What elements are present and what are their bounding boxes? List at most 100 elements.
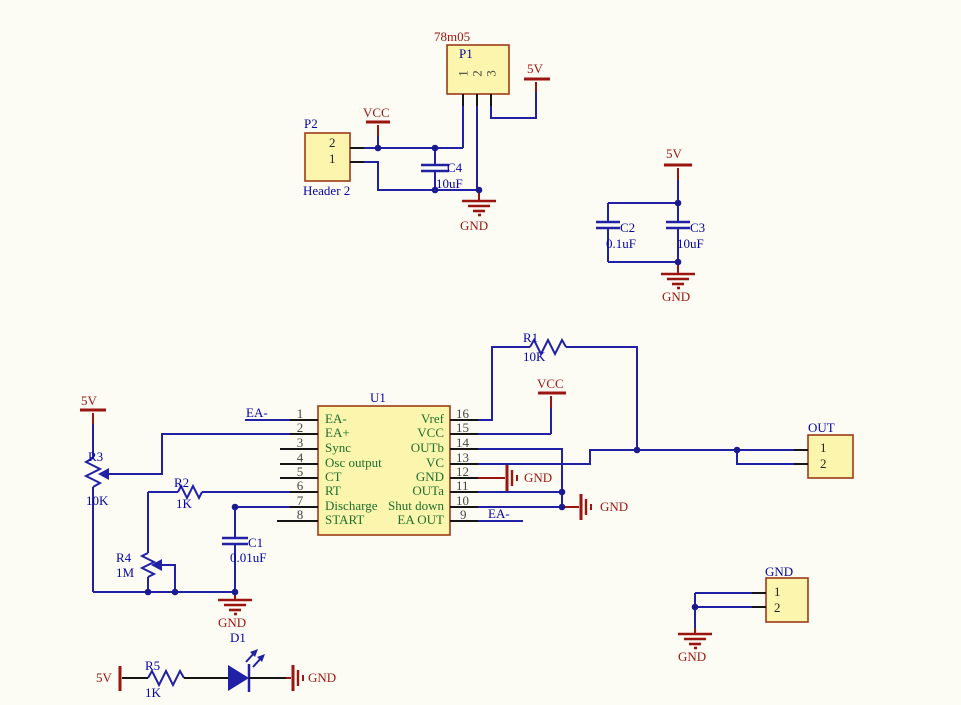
u1-pin-name-ct: CT (325, 469, 342, 484)
c4-value: 10uF (436, 176, 463, 191)
r4-wiper-arrow (151, 559, 162, 571)
net-5v-led: 5V (96, 670, 112, 685)
net-label-ea-pin1: EA- (246, 405, 268, 420)
net-gnd-pin10: GND (600, 499, 629, 514)
u1-pin-num-12: 12 (456, 464, 469, 479)
pin-stubs (122, 94, 808, 679)
c1-designator: C1 (248, 535, 264, 550)
net-gnd-led: GND (308, 670, 337, 685)
u1-pin-name-ea-minus: EA- (325, 411, 347, 426)
power-symbols (80, 77, 712, 691)
net-label-ea-pin9: EA- (488, 506, 510, 521)
u1-pin-num-4: 4 (296, 450, 304, 465)
c2-designator: C2 (620, 220, 636, 235)
u1-pin-num-1: 1 (296, 406, 304, 421)
net-5v-c2c3: 5V (666, 146, 682, 161)
earth-gnd-p1 (462, 192, 496, 217)
r5-designator: R5 (145, 658, 161, 673)
earth-gnd-c1 (218, 594, 252, 616)
p1-pin-1: 1 (455, 70, 471, 77)
u1-pin-num-6: 6 (296, 478, 304, 493)
net-5v-p1: 5V (527, 61, 543, 76)
out-pin-1: 1 (820, 440, 827, 455)
u1-pin-name-gnd: GND (415, 469, 444, 484)
net-gnd-c2c3: GND (662, 289, 691, 304)
capacitor-c1[interactable] (222, 536, 248, 546)
u1-pin-num-14: 14 (456, 435, 469, 450)
gnd-conn-pin-2: 2 (774, 600, 781, 615)
earth-gnd-connector (678, 628, 712, 650)
resistor-r1[interactable] (529, 337, 567, 357)
p2-designator: P2 (304, 116, 318, 131)
regulator-p1-body[interactable] (446, 44, 510, 95)
c4-designator: C4 (447, 160, 463, 175)
r1-designator: R1 (523, 330, 539, 345)
u1-pin-num-16: 16 (456, 406, 469, 421)
u1-pin-num-10: 10 (456, 493, 469, 508)
resistor-r2[interactable] (177, 483, 203, 501)
net-gnd-c1: GND (218, 615, 247, 630)
c3-value: 10uF (677, 236, 704, 251)
connector-gnd-body[interactable] (765, 577, 809, 623)
ic-u1-body[interactable] (317, 405, 451, 536)
u1-pin-num-8: 8 (296, 507, 304, 522)
r2-designator: R2 (174, 475, 190, 490)
p1-pin-2: 2 (469, 70, 485, 77)
junction-dots (144, 144, 741, 611)
net-gnd-p1: GND (460, 218, 489, 233)
u1-pin-name-vcc: VCC (417, 425, 444, 440)
net-gnd-connector: GND (678, 649, 707, 664)
out-pin-2: 2 (820, 456, 827, 471)
r4-designator: R4 (116, 550, 132, 565)
resistor-r5[interactable] (147, 668, 185, 688)
led-d1[interactable] (228, 649, 265, 692)
net-vcc-mid: VCC (537, 376, 564, 391)
u1-pin-name-start: START (325, 512, 365, 527)
u1-designator: U1 (370, 390, 386, 405)
u1-pin-name-shutdown: Shut down (388, 498, 444, 513)
u1-pin-name-ea-plus: EA+ (325, 425, 350, 440)
connector-out-body[interactable] (807, 434, 854, 479)
gnd-conn-pin-1: 1 (774, 584, 781, 599)
p1-designator: P1 (459, 46, 473, 61)
u1-pin-name-outa: OUTa (412, 483, 444, 498)
capacitor-c4[interactable] (421, 163, 449, 173)
gnd-port-pin12 (478, 465, 518, 491)
d1-designator: D1 (230, 630, 246, 645)
r4-value: 1M (116, 565, 135, 580)
u1-pin-name-sync: Sync (325, 440, 351, 455)
p2-pin-2: 2 (329, 135, 336, 150)
gnd-port-led (286, 665, 304, 691)
header-p2-body[interactable] (304, 132, 351, 182)
p1-pin-3: 3 (483, 70, 499, 77)
c2-value: 0.1uF (606, 236, 636, 251)
resistor-r3[interactable] (83, 457, 103, 488)
u1-pin-num-11: 11 (456, 478, 469, 493)
r5-value: 1K (145, 685, 161, 700)
u1-pin-name-discharge: Discharge (325, 498, 378, 513)
net-5v-left: 5V (81, 393, 97, 408)
u1-pin-name-vc: VC (425, 455, 444, 470)
r3-wiper-arrow (98, 468, 109, 480)
capacitor-c2[interactable] (596, 220, 620, 230)
u1-pin-num-15: 15 (456, 420, 469, 435)
u1-pin-name-outb: OUTb (410, 440, 444, 455)
r2-value: 1K (176, 496, 192, 511)
u1-pin-num-13: 13 (456, 450, 469, 465)
capacitor-c3[interactable] (666, 220, 690, 230)
c3-designator: C3 (690, 220, 706, 235)
u1-pin-name-osc-output: Osc output (325, 455, 382, 470)
u1-pin-num-9: 9 (460, 507, 467, 522)
u1-pin-name-ea-out: EA OUT (397, 512, 444, 527)
earth-gnd-c2c3 (661, 264, 695, 290)
r1-value: 10K (523, 349, 546, 364)
u1-pin-name-rt: RT (325, 483, 341, 498)
out-designator: OUT (808, 420, 835, 435)
c1-value: 0.01uF (230, 550, 267, 565)
r3-value: 10K (86, 493, 109, 508)
gnd-port-pin10 (562, 494, 592, 520)
p1-comment: 78m05 (434, 29, 471, 44)
resistor-r4[interactable] (139, 552, 157, 578)
